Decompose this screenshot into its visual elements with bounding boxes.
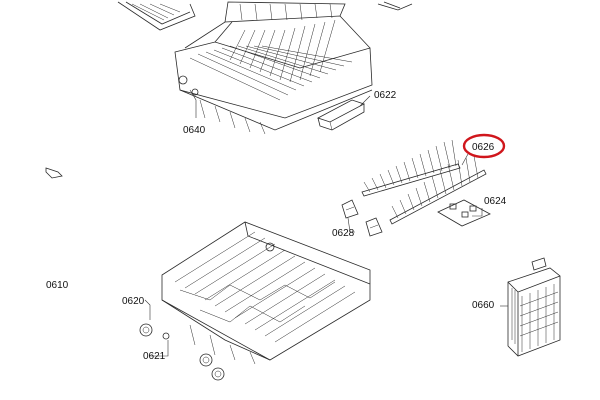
callout-0624: 0624 [484, 196, 507, 207]
callout-0640: 0640 [183, 125, 206, 136]
clip-parts-0628 [341, 199, 383, 237]
callout-0622: 0622 [374, 90, 397, 101]
highlight-circle-0626 [462, 133, 506, 159]
callout-0660: 0660 [472, 300, 495, 311]
callout-0621: 0621 [143, 351, 166, 362]
tine-row-part-0626 [361, 139, 487, 225]
leader-lines [144, 89, 508, 357]
top-right-part-fragment [377, 1, 413, 11]
wheel-parts [139, 323, 225, 381]
callout-0628: 0628 [332, 228, 355, 239]
callout-0620: 0620 [122, 296, 145, 307]
cutlery-tray-part [117, 1, 196, 31]
callout-0626: 0626 [472, 142, 495, 153]
lower-basket-part [161, 221, 371, 365]
small-clip-part [45, 167, 63, 179]
cutlery-basket-part [507, 257, 561, 357]
upper-basket-part [174, 1, 373, 135]
clip-parts-0624 [437, 199, 491, 227]
part-0622 [316, 99, 366, 131]
callout-0610: 0610 [46, 280, 69, 291]
